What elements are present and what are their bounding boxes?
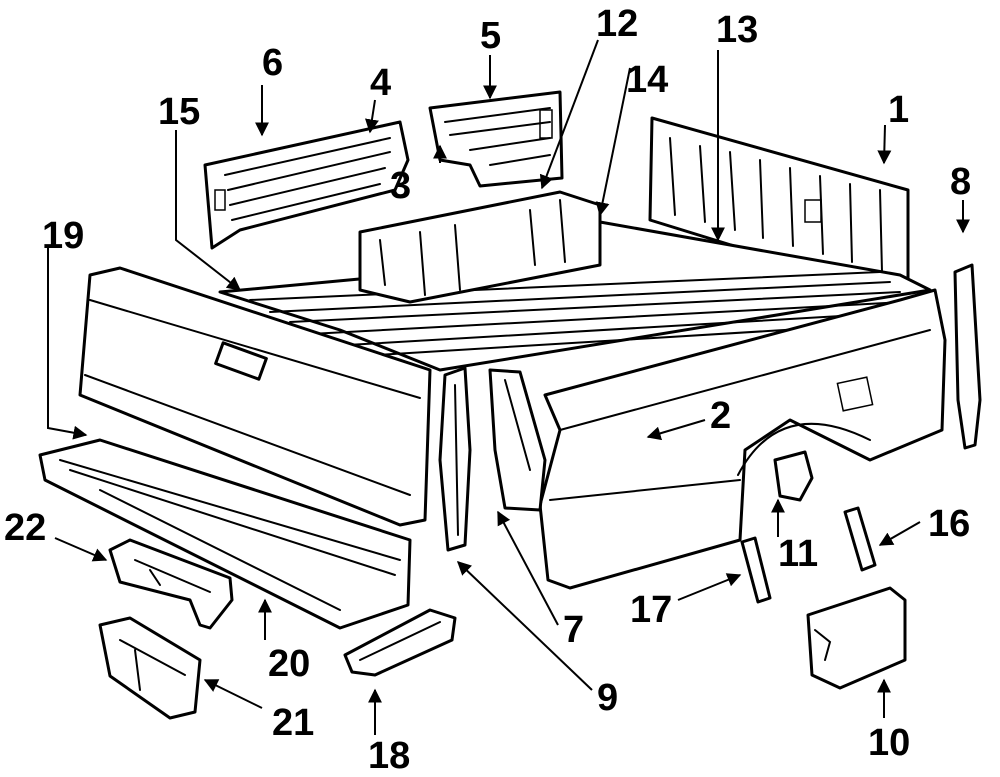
label-19: 19: [42, 215, 84, 257]
leader-lines: [47, 39, 970, 735]
label-20: 20: [268, 643, 310, 685]
label-10: 10: [868, 722, 910, 764]
label-1: 1: [888, 89, 909, 131]
label-8: 8: [950, 161, 971, 203]
label-17: 17: [630, 589, 672, 631]
label-18: 18: [368, 735, 410, 777]
pillar-part-7: [488, 368, 547, 512]
side-inner-panel-left-part: [203, 120, 410, 250]
label-6: 6: [262, 42, 283, 84]
side-inner-panel-right-part: [428, 90, 564, 188]
front-crossmember-part: [358, 190, 602, 304]
bracket-part-22: [108, 538, 234, 630]
label-15: 15: [158, 91, 200, 133]
brace-part-16: [843, 506, 877, 572]
right-side-box-part: [538, 288, 947, 590]
corner-strip-part-8: [953, 263, 982, 450]
bracket-part-11: [773, 450, 814, 502]
label-2: 2: [710, 395, 731, 437]
tailgate-part: [78, 266, 432, 527]
label-4: 4: [370, 62, 391, 104]
label-9: 9: [597, 677, 618, 719]
label-14: 14: [626, 59, 668, 101]
cover-part-10: [806, 586, 907, 690]
bracket-part-21: [98, 616, 202, 720]
label-11: 11: [778, 533, 818, 575]
label-12: 12: [596, 3, 638, 45]
label-7: 7: [563, 609, 584, 651]
rail-part-18: [343, 608, 457, 677]
rear-sill-part: [38, 438, 412, 630]
brace-part-17: [740, 536, 772, 604]
label-5: 5: [480, 15, 501, 57]
label-21: 21: [272, 702, 314, 744]
front-panel-part: [648, 116, 910, 290]
label-3: 3: [390, 165, 411, 207]
pillar-part-9: [438, 366, 472, 552]
label-22: 22: [4, 507, 46, 549]
label-13: 13: [716, 9, 758, 51]
label-16: 16: [928, 503, 970, 545]
callout-labels: 1 2 3 4 5 6 7 8 9 10 11 12 13 14 15 16 1…: [4, 3, 971, 777]
